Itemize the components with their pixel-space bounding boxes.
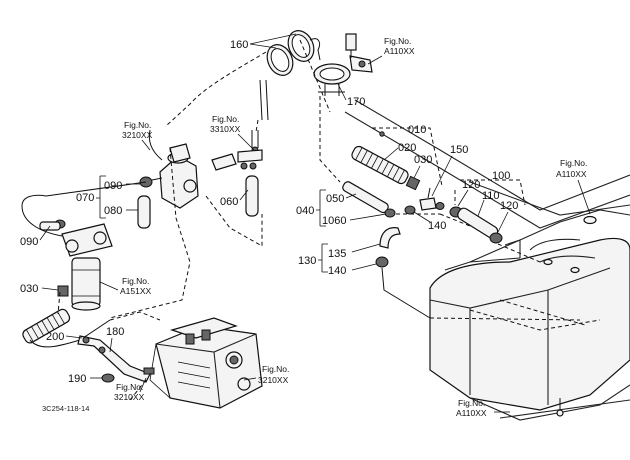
callout-135: 135	[328, 248, 346, 260]
callout-130: 130	[298, 255, 316, 267]
callout-020: 020	[398, 142, 416, 154]
fig-ref-number: 3210XX	[114, 392, 145, 402]
drawing-code: 3C254-118-14	[42, 404, 89, 413]
callout-010: 010	[408, 124, 426, 136]
callout-1060: 1060	[322, 215, 346, 227]
fig-ref-title: Fig.No.	[560, 158, 587, 168]
callout-140-a: 140	[428, 220, 446, 232]
fig-ref-title: Fig.No.	[384, 36, 411, 46]
callout-070: 070	[76, 192, 94, 204]
callout-140-b: 140	[328, 265, 346, 277]
fig-ref-title: Fig.No.	[116, 382, 143, 392]
callout-170: 170	[347, 96, 365, 108]
fuel-hose-assembly	[299, 39, 581, 321]
engine-block	[143, 317, 263, 409]
callout-150: 150	[450, 144, 468, 156]
fuel-filter	[21, 181, 147, 311]
callout-040: 040	[296, 205, 314, 217]
fig-ref-number: 3210XX	[258, 375, 289, 385]
fig-ref-number: A110XX	[384, 46, 415, 56]
callout-030-lower: 030	[20, 283, 38, 295]
callout-100: 100	[492, 170, 510, 182]
callout-160: 160	[230, 39, 248, 51]
callout-120-a: 120	[462, 179, 480, 191]
fig-ref-number: A110XX	[456, 408, 487, 418]
callout-110: 110	[482, 190, 500, 202]
fig-ref-number: 3310XX	[210, 124, 241, 134]
callout-030-upper: 030	[414, 154, 432, 166]
callout-190: 190	[68, 373, 86, 385]
fig-ref-title: Fig.No.	[122, 276, 149, 286]
callouts: 160 170 010 020 030 150 100 120 110 120 …	[20, 33, 518, 385]
connection-leader	[129, 379, 147, 401]
fig-ref-title: Fig.No.	[212, 114, 239, 124]
filler-hose-assembly	[259, 30, 373, 183]
callout-090-upper: 090	[104, 180, 122, 192]
callout-180: 180	[106, 326, 124, 338]
figure-references: Fig.No. A110XX Fig.No. 3310XX Fig.No. 32…	[99, 36, 591, 418]
fig-ref-number: A151XX	[120, 286, 152, 296]
fuel-tank	[344, 99, 630, 421]
callout-090-lower: 090	[20, 236, 38, 248]
fig-ref-number: A110XX	[556, 169, 587, 179]
callout-050: 050	[326, 193, 344, 205]
fig-ref-title: Fig.No.	[262, 364, 289, 374]
fig-ref-title: Fig.No.	[458, 398, 485, 408]
callout-120-b: 120	[500, 200, 518, 212]
routing-lines	[109, 51, 267, 319]
callout-200: 200	[46, 331, 64, 343]
feed-pump	[137, 129, 199, 229]
callout-060: 060	[220, 196, 238, 208]
fig-ref-title: Fig.No.	[124, 120, 151, 130]
fig-ref-number: 3210XX	[122, 130, 153, 140]
lower-hose-bracket	[22, 291, 161, 383]
injection-fitting	[211, 119, 263, 217]
callout-080: 080	[104, 205, 122, 217]
